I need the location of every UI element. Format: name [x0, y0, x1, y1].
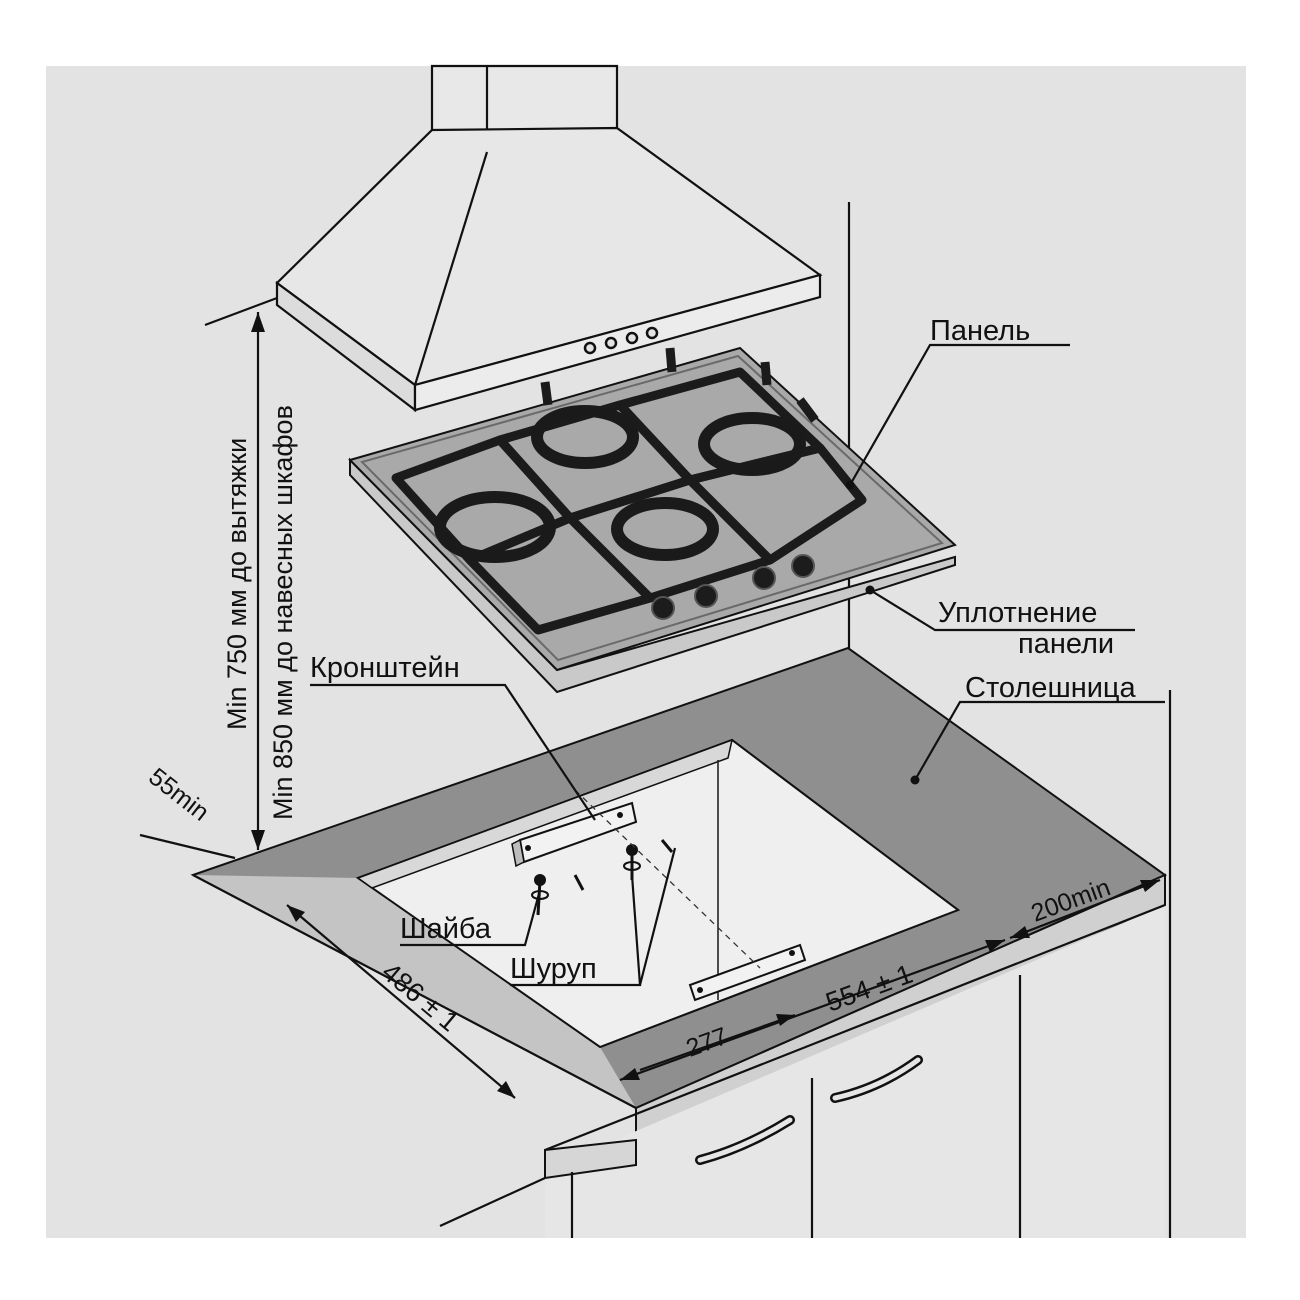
hood-button [583, 341, 597, 355]
hob-knob [651, 596, 675, 620]
back-min-dimension [1009, 878, 1161, 940]
screw-label: Шуруп [510, 953, 597, 985]
hob-burner [434, 491, 556, 563]
cabinet-handle-icon [697, 1117, 793, 1163]
panel-label: Панель [930, 315, 1030, 347]
hood-side-rim [413, 273, 822, 412]
height-dimension [204, 296, 278, 850]
hob-knob [752, 566, 776, 590]
hob-grates [391, 347, 867, 635]
hob-knob [791, 554, 815, 578]
hood-button [625, 331, 639, 345]
hood-distance-label: Min 750 мм до вытяжки [222, 438, 252, 730]
cabinet-lip [544, 1138, 637, 1180]
front-min-dimension [139, 833, 236, 860]
cooker-hood-icon [275, 64, 823, 413]
gas-hob-icon [348, 346, 957, 694]
seal-label-line1: Уплотнение [938, 597, 1097, 629]
countertop [190, 646, 1168, 1238]
washer-label: Шайба [400, 913, 492, 945]
seal-label-line2: панели [1018, 628, 1114, 660]
countertop-label: Столешница [965, 672, 1137, 704]
hob-burner [611, 497, 719, 561]
mounting-bracket-icon [688, 943, 807, 1002]
leader-lines [310, 343, 1165, 987]
hob-burner [531, 405, 639, 469]
hob-inner-frame [360, 354, 944, 662]
mounting-bracket-icon [511, 801, 638, 868]
width-dimension [619, 938, 1006, 1082]
bracket-label: Кронштейн [310, 652, 460, 684]
depth-dimension [286, 904, 516, 1099]
bracket-guide-line [574, 789, 761, 969]
cabinet-distance-label: Min 850 мм до навесных шкафов [268, 405, 298, 820]
cutout-back-wall [356, 738, 734, 889]
hood-button [645, 326, 659, 340]
hob-burner [698, 412, 806, 476]
cabinet-handle-icon [832, 1057, 921, 1101]
cabinet-front [545, 905, 1165, 1238]
hob-knob [694, 584, 718, 608]
hood-button [604, 336, 618, 350]
